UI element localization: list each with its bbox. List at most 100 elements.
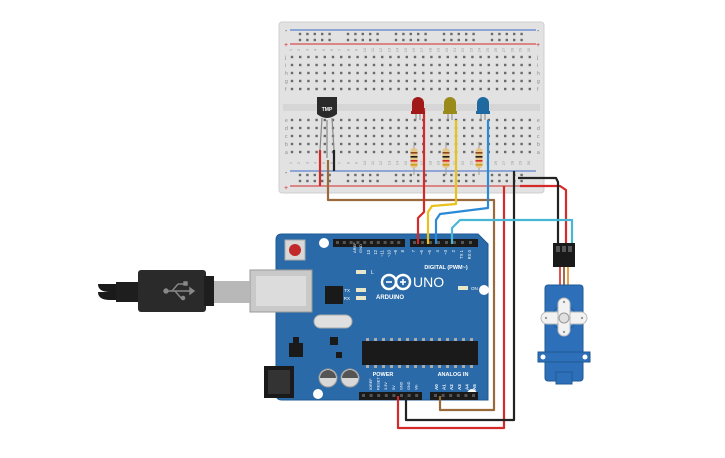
breadboard-rail-hole[interactable] (298, 32, 302, 36)
breadboard-rail-hole[interactable] (328, 32, 331, 36)
breadboard-hole[interactable] (323, 71, 326, 75)
breadboard-hole[interactable] (446, 71, 449, 75)
breadboard-hole[interactable] (356, 142, 359, 146)
breadboard-hole[interactable] (381, 142, 384, 146)
breadboard-rail-hole[interactable] (442, 179, 446, 183)
breadboard-hole[interactable] (389, 142, 392, 146)
breadboard-hole[interactable] (512, 63, 515, 67)
breadboard-hole[interactable] (340, 134, 343, 138)
header-pin[interactable] (362, 394, 365, 397)
breadboard-hole[interactable] (520, 150, 523, 154)
breadboard-hole[interactable] (479, 63, 482, 67)
breadboard-rail-hole[interactable] (450, 32, 453, 36)
header-pin[interactable] (445, 241, 448, 244)
breadboard-rail-hole[interactable] (417, 173, 420, 177)
breadboard-rail-hole[interactable] (450, 179, 453, 183)
header-pin[interactable] (434, 394, 437, 397)
breadboard-hole[interactable] (528, 142, 531, 146)
breadboard-hole[interactable] (520, 71, 523, 75)
wire-yellow-led[interactable] (426, 120, 458, 244)
breadboard-hole[interactable] (381, 150, 384, 154)
breadboard-hole[interactable] (307, 79, 310, 83)
breadboard-hole[interactable] (405, 118, 408, 122)
breadboard-rail-hole[interactable] (346, 173, 350, 177)
breadboard-rail-hole[interactable] (306, 32, 309, 36)
breadboard-hole[interactable] (454, 79, 458, 83)
breadboard-hole[interactable] (413, 71, 417, 75)
breadboard-hole[interactable] (397, 87, 400, 91)
breadboard-hole[interactable] (364, 134, 367, 138)
breadboard-hole[interactable] (299, 63, 302, 67)
breadboard-hole[interactable] (405, 126, 408, 130)
header-pin[interactable] (356, 241, 360, 244)
breadboard-rail-hole[interactable] (369, 173, 372, 177)
breadboard-hole[interactable] (454, 87, 458, 91)
breadboard-rail-hole[interactable] (490, 32, 494, 36)
breadboard-hole[interactable] (389, 118, 392, 122)
breadboard-hole[interactable] (290, 134, 294, 138)
breadboard-hole[interactable] (528, 126, 531, 130)
header-pin[interactable] (472, 394, 475, 397)
breadboard-rail-hole[interactable] (472, 38, 475, 42)
breadboard-hole[interactable] (356, 55, 359, 59)
breadboard-hole[interactable] (463, 71, 466, 75)
header-pin[interactable] (384, 394, 388, 397)
breadboard-rail-hole[interactable] (402, 179, 405, 183)
breadboard-hole[interactable] (438, 150, 441, 154)
breadboard-hole[interactable] (315, 126, 318, 130)
breadboard-hole[interactable] (381, 118, 384, 122)
header-pin[interactable] (456, 394, 460, 397)
breadboard-hole[interactable] (323, 142, 326, 146)
breadboard-hole[interactable] (331, 118, 335, 122)
breadboard-hole[interactable] (413, 126, 417, 130)
breadboard-hole[interactable] (307, 87, 310, 91)
header-pin[interactable] (407, 394, 411, 397)
breadboard-hole[interactable] (397, 118, 400, 122)
breadboard-hole[interactable] (372, 55, 376, 59)
breadboard-hole[interactable] (504, 126, 507, 130)
wire-servo-power[interactable] (520, 184, 568, 244)
breadboard-rail-hole[interactable] (328, 179, 331, 183)
breadboard-rail-hole[interactable] (394, 179, 398, 183)
breadboard-hole[interactable] (495, 126, 499, 130)
breadboard-hole[interactable] (504, 142, 507, 146)
breadboard-rail-hole[interactable] (298, 179, 302, 183)
breadboard-hole[interactable] (340, 87, 343, 91)
breadboard-rail-hole[interactable] (472, 179, 475, 183)
breadboard-rail-hole[interactable] (450, 38, 453, 42)
led[interactable] (411, 97, 425, 120)
breadboard-hole[interactable] (331, 55, 335, 59)
breadboard-hole[interactable] (512, 118, 515, 122)
breadboard-hole[interactable] (372, 71, 376, 75)
breadboard-hole[interactable] (479, 71, 482, 75)
breadboard-hole[interactable] (446, 134, 449, 138)
led[interactable] (476, 97, 490, 120)
breadboard-rail-hole[interactable] (498, 32, 501, 36)
breadboard-hole[interactable] (356, 126, 359, 130)
breadboard-hole[interactable] (331, 63, 335, 67)
breadboard-rail-hole[interactable] (457, 173, 460, 177)
breadboard-hole[interactable] (495, 79, 499, 83)
breadboard-hole[interactable] (405, 63, 408, 67)
breadboard-hole[interactable] (372, 134, 376, 138)
breadboard-hole[interactable] (487, 55, 490, 59)
breadboard-hole[interactable] (397, 55, 400, 59)
breadboard-hole[interactable] (323, 87, 326, 91)
breadboard-hole[interactable] (463, 118, 466, 122)
header-pin[interactable] (392, 394, 396, 397)
breadboard-hole[interactable] (389, 134, 392, 138)
breadboard-hole[interactable] (454, 55, 458, 59)
breadboard-hole[interactable] (438, 55, 441, 59)
header-pin[interactable] (429, 241, 432, 244)
breadboard-rail-hole[interactable] (505, 173, 508, 177)
breadboard-hole[interactable] (340, 126, 343, 130)
breadboard-rail-hole[interactable] (346, 179, 350, 183)
breadboard-rail-hole[interactable] (442, 32, 446, 36)
breadboard-hole[interactable] (364, 79, 367, 83)
wire-servo-signal[interactable] (450, 218, 574, 244)
breadboard-hole[interactable] (528, 55, 531, 59)
breadboard-rail-hole[interactable] (513, 32, 516, 36)
breadboard-rail-hole[interactable] (465, 38, 468, 42)
breadboard-hole[interactable] (397, 126, 400, 130)
